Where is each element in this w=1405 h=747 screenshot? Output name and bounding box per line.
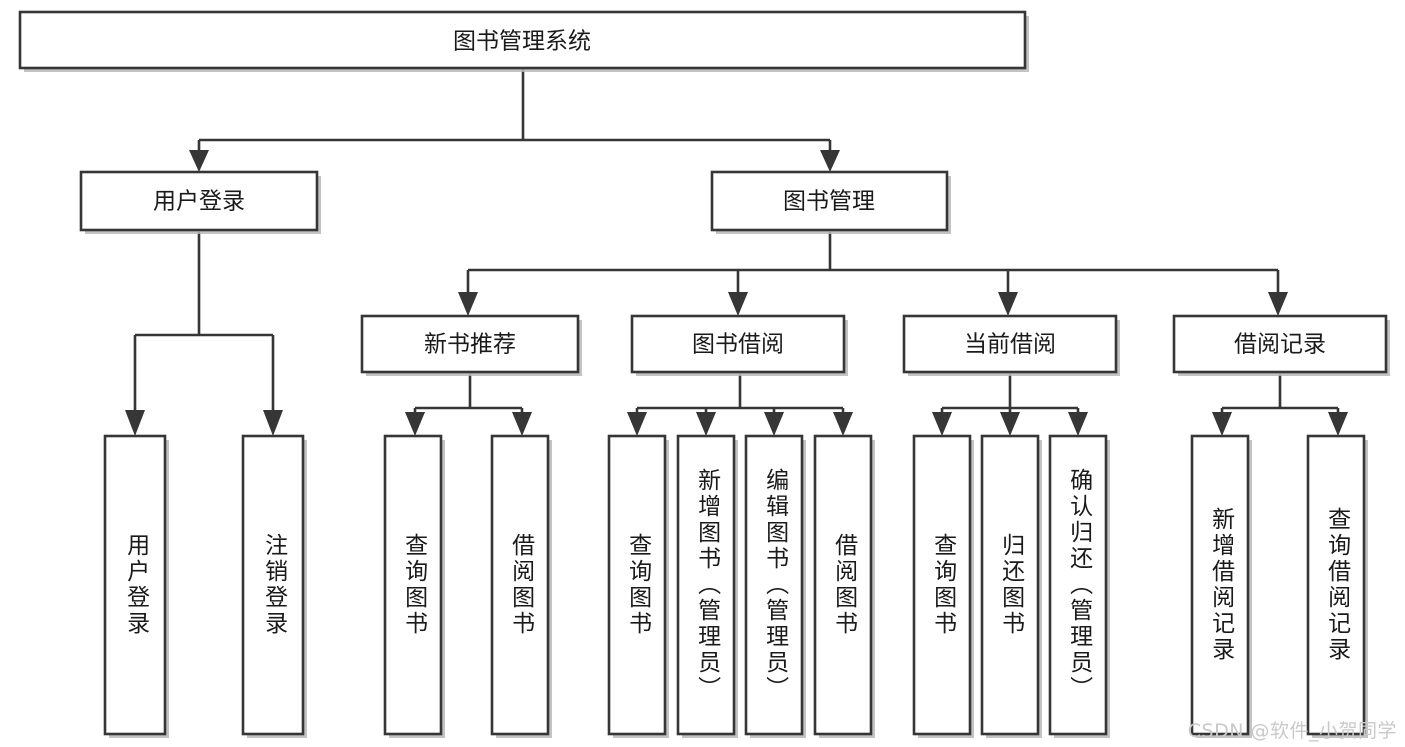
- leaf-borrow-book-2-box[interactable]: [813, 434, 873, 736]
- node-root[interactable]: 图书管理系统: [18, 10, 1029, 72]
- arrow-head-book-manage: [820, 150, 840, 172]
- arrow-head-leaf-add-record: [1212, 412, 1232, 436]
- node-book-manage[interactable]: 图书管理: [710, 170, 951, 234]
- leaf-confirm-return-box[interactable]: [1048, 434, 1108, 736]
- node-new-book-recommend-box: [360, 314, 580, 374]
- leaf-user-logout-box[interactable]: [241, 434, 305, 736]
- leaf-box-layer: [103, 434, 1368, 738]
- leaf-add-book-box[interactable]: [676, 434, 736, 736]
- arrow-head-book-borrow: [728, 292, 748, 316]
- node-new-book-recommend-label: 新书推荐: [424, 332, 516, 358]
- node-book-manage-box: [710, 170, 949, 232]
- leaf-query-book-3-box[interactable]: [912, 434, 972, 736]
- node-borrow-record[interactable]: 借阅记录: [1172, 314, 1390, 376]
- arrow-head-leaf-confirm-return: [1068, 412, 1088, 436]
- leaf-edit-book-box[interactable]: [744, 434, 804, 736]
- node-root-label: 图书管理系统: [453, 29, 591, 55]
- arrow-head-leaf-borrow-book-1: [512, 412, 532, 436]
- arrow-head-leaf-query-book-1: [405, 412, 425, 436]
- node-borrow-record-label: 借阅记录: [1234, 332, 1326, 358]
- arrow-head-leaf-borrow-book-2: [833, 412, 853, 436]
- leaf-user-login-box[interactable]: [103, 434, 167, 736]
- node-book-manage-label: 图书管理: [783, 189, 875, 215]
- connector-layer: [125, 68, 1348, 436]
- node-book-borrow[interactable]: 图书借阅: [630, 314, 848, 376]
- leaf-add-record-box[interactable]: [1190, 434, 1250, 736]
- leaf-query-book-1-box[interactable]: [383, 434, 443, 736]
- arrow-head-leaf-edit-book: [764, 412, 784, 436]
- node-root-box: [18, 10, 1027, 70]
- arrow-head-leaf-query-book-2: [627, 412, 647, 436]
- node-current-borrow[interactable]: 当前借阅: [902, 314, 1120, 376]
- node-book-borrow-box: [630, 314, 846, 374]
- leaf-query-record-box[interactable]: [1306, 434, 1366, 736]
- arrow-head-leaf-user-login: [125, 410, 145, 436]
- arrow-head-new-book-recommend: [458, 292, 478, 316]
- node-user-login-label: 用户登录: [153, 189, 245, 215]
- arrow-head-leaf-user-logout: [263, 410, 283, 436]
- node-new-book-recommend[interactable]: 新书推荐: [360, 314, 582, 376]
- node-current-borrow-box: [902, 314, 1118, 374]
- node-book-borrow-label: 图书借阅: [692, 332, 784, 358]
- arrow-head-leaf-return-book: [1000, 412, 1020, 436]
- arrow-head-leaf-query-book-3: [932, 412, 952, 436]
- arrow-head-leaf-add-book: [696, 412, 716, 436]
- arrow-head-borrow-record: [1268, 292, 1288, 316]
- arrow-head-current-borrow: [998, 292, 1018, 316]
- leaf-return-book-box[interactable]: [980, 434, 1040, 736]
- leaf-query-book-2-box[interactable]: [607, 434, 667, 736]
- node-borrow-record-box: [1172, 314, 1388, 374]
- arrow-head-user-login: [189, 150, 209, 172]
- node-current-borrow-label: 当前借阅: [964, 332, 1056, 358]
- node-user-login[interactable]: 用户登录: [79, 170, 321, 234]
- leaf-borrow-book-1-box[interactable]: [490, 434, 550, 736]
- node-user-login-box: [79, 170, 319, 232]
- arrow-head-leaf-query-record: [1328, 412, 1348, 436]
